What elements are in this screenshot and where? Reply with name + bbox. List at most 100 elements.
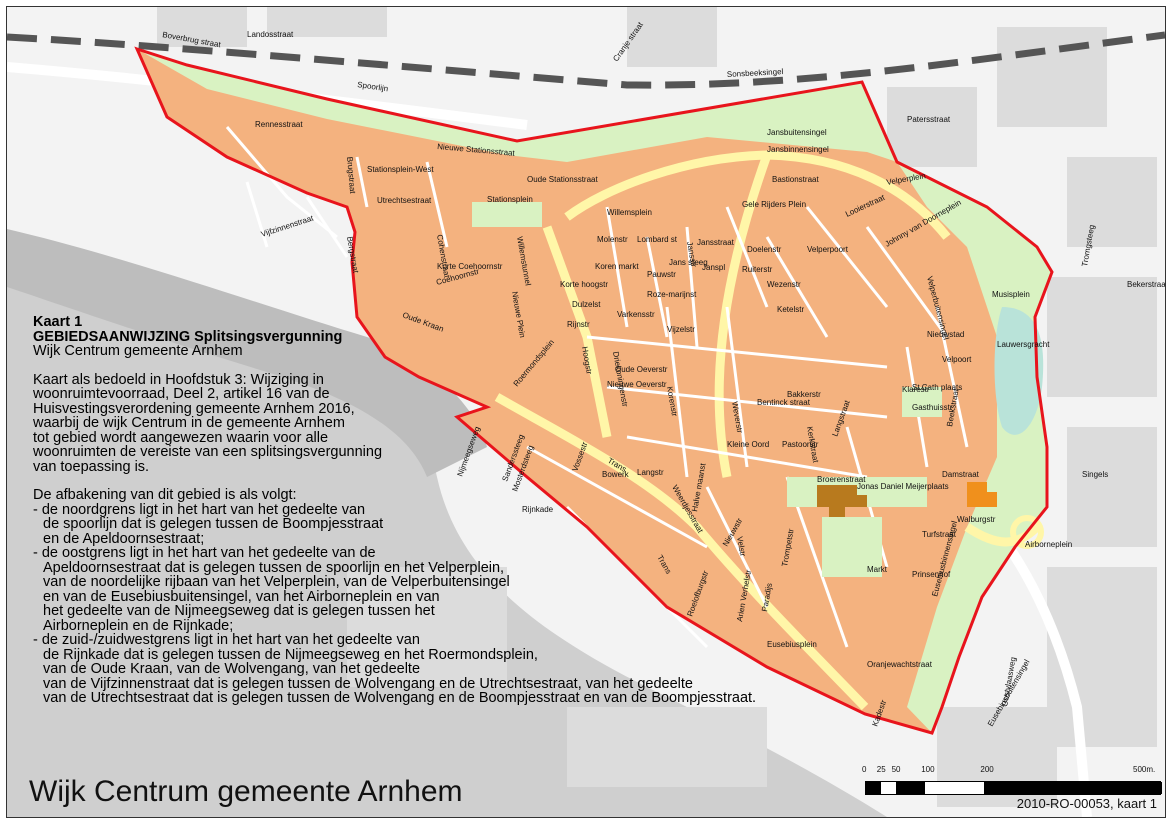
legend-line: het gedeelte van de Nijmeegseweg dat is … [43,603,435,619]
legend-line: Huisvestingsverordening gemeente Arnhem … [33,400,355,417]
scale-bar-tick: 25 [876,765,886,774]
street-label: Markt [867,565,888,574]
street-label: Velstr [735,536,747,558]
street-label: Turfstraat [922,530,957,539]
river-rijn [7,257,887,817]
airborneplein-roundabout [1010,515,1044,549]
legend-boundary-intro: De afbakening van dit gebied is als volg… [33,487,297,503]
street-label: Nieuwe Oeverstr [607,380,667,389]
street-label: Jans steeg [669,258,708,267]
street-label: Pastoorstr [782,440,819,449]
street-label: Eusebiusplein [767,640,817,649]
street-label: Lombard st [637,235,678,244]
legend-line: van de Utrechtsestraat dat is gelegen tu… [43,690,757,706]
street-label: Jonas Daniel Meijerplaats [857,482,949,491]
street-label: Oranjewachtstraat [867,660,933,669]
railway-line [7,31,1165,89]
legend-line: en de Apeldoornsestraat; [43,530,205,547]
street-label: St.Cath plaats [912,383,962,392]
street-label: Walburgstr [957,515,996,524]
scale-bar-tick: 0 [862,765,867,774]
map-legend: Kaart 1 GEBIEDSAANWIJZING Splitsingsverg… [33,315,853,706]
street-label: Brugstraat [345,156,357,194]
legend-line: Airborneplein en de Rijnkade; [43,617,234,634]
street-label: Oude Oeverstr [615,365,668,374]
legend-line: woonruimtevoorraad, Deel 2, artikel 16 v… [33,386,330,402]
green-belt-east [897,162,1052,733]
walburgiskerk-icon [967,482,997,507]
legend-line: - de oostgrens ligt in het hart van het … [33,545,376,561]
street-label: Rijnstr [567,320,590,329]
scale-bar-segment [866,782,881,794]
street-label: Ruiterstr [742,265,773,274]
map-title: Wijk Centrum gemeente Arnhem [29,775,463,808]
legend-line: - de zuid-/zuidwestgrens ligt in het har… [33,632,420,648]
street-label: Damstraat [942,470,980,479]
legend-description: Kaart als bedoeld in Hoofdstuk 3: Wijzig… [33,371,853,475]
street-label: Pauwstr [647,270,676,279]
street-label: Bakkerstr [787,390,821,399]
street-label: Oude Stationsstraat [527,175,598,184]
street-label: Klarestr [902,385,930,394]
scale-bar-segment [895,782,926,794]
map-reference: 2010-RO-00053, kaart 1 [1016,796,1157,811]
street-label: Langstr [637,468,664,477]
street-label: Jansbuitensingel [767,128,827,137]
street-label: Bentinck straat [757,398,811,407]
legend-line: van de Oude Kraan, van de Wolvengang, va… [43,661,421,677]
street-label: Jansstr [685,241,698,268]
street-label: Rennesstraat [255,120,303,129]
street-label: Nieuwstad [927,330,964,339]
street-label: Airborneplein [1025,540,1072,549]
street-label: Kleine Oord [727,440,769,449]
legend-line: van de Vijfzinnenstraat dat is gelegen t… [43,675,693,692]
legend-boundary-text: - de noordgrens ligt in het hart van het… [33,501,853,706]
street-label: Roze-marijnst [647,290,697,299]
street-label: Gele Rijders Plein [742,200,806,209]
legend-line: tot gebied wordt aangewezen waarin voor … [33,429,329,446]
street-label: Vijzelstr [667,325,695,334]
street-label: Singels [1082,470,1108,479]
street-label: Landosstraat [247,30,294,39]
street-label: Stationsplein-West [367,165,434,174]
street-label: Molenstr [597,235,628,244]
legend-line: Apeldoornsestraat dat is gelegen tussen … [43,559,505,576]
street-label: Prinsenhof [912,570,951,579]
scale-bar-graphic [865,781,1162,795]
legend-line: de Rijnkade dat is gelegen tussen de Nij… [43,646,538,663]
street-label: Broerenstraat [817,475,866,484]
legend-area: Wijk Centrum gemeente Arnhem [33,343,243,359]
street-label: Korte Coehoornstr [437,262,503,271]
street-label: Bastionstraat [772,175,819,184]
street-grid [225,126,969,649]
street-label: Velpoort [942,355,972,364]
legend-line: de spoorlijn dat is gelegen tussen de Bo… [43,516,384,532]
scale-bar-tick: 500m. [1133,765,1156,774]
legend-line: - de noordgrens ligt in het hart van het… [33,501,366,518]
district-boundary-line [134,46,1054,735]
scale-bar-tick: 50 [891,765,901,774]
legend-line: van toepassing is. [33,458,150,475]
street-label: Sonsbeeksingel [727,67,784,79]
scale-bar-tick: 200 [980,765,994,774]
legend-line: waarbij de wijk Centrum in de gemeente A… [33,415,345,431]
street-label: Jansbinnensingel [767,145,829,154]
street-label: Rijnkade [522,505,554,514]
street-label: Bekerstraat [1127,280,1165,289]
street-label: Lauwersgracht [997,340,1050,349]
street-label: Vijfzinnenstraat [260,213,315,239]
legend-line: Kaart als bedoeld in Hoofdstuk 3: Wijzig… [33,371,324,388]
legend-line: woonruimten de vereiste van een splitsin… [33,444,383,460]
eusebiuskerk-icon [817,485,867,517]
street-label: Spoorlijn [357,80,389,93]
lake-lauwersgracht [994,307,1044,435]
street-label: Dulzelst [572,300,601,309]
street-label: Jansstraat [697,238,735,247]
street-label: Ketelstr [777,305,804,314]
river-rijn-upper [7,229,487,477]
street-label: Janspl [702,263,725,272]
street-label: Stationsplein [487,195,533,204]
